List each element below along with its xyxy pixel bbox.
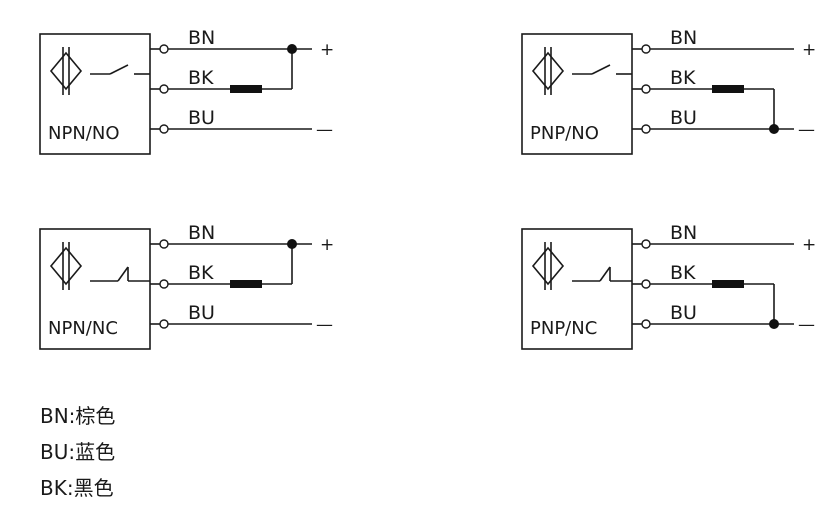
sensor-box xyxy=(39,33,151,155)
load-resistor xyxy=(230,280,262,288)
load-resistor xyxy=(230,85,262,93)
wire-label-bk: BK xyxy=(670,67,696,89)
load-resistor xyxy=(712,280,744,288)
sensor-type-label: PNP/NO xyxy=(530,123,599,144)
wire-label-bn: BN xyxy=(670,222,697,244)
wire-label-bn: BN xyxy=(188,222,215,244)
sensor-symbol-icon xyxy=(531,246,565,286)
wire-label-bk: BK xyxy=(188,67,214,89)
junction-dot xyxy=(287,44,297,54)
sensor-type-label: NPN/NC xyxy=(48,318,118,339)
plus-sign: + xyxy=(802,235,816,255)
junction-dot xyxy=(287,239,297,249)
terminal-bu xyxy=(641,319,651,329)
minus-sign: — xyxy=(316,315,333,335)
terminal-bu xyxy=(159,124,169,134)
terminal-bn xyxy=(641,239,651,249)
sensor-box xyxy=(521,33,633,155)
legend-bk: BK:黑色 xyxy=(40,476,114,500)
legend-bn: BN:棕色 xyxy=(40,404,116,428)
sensor-box xyxy=(521,228,633,350)
color-legend: BN:棕色 BU:蓝色 BK:黑色 xyxy=(40,398,115,506)
junction-dot xyxy=(769,319,779,329)
sensor-type-label: PNP/NC xyxy=(530,318,597,339)
sensor-type-label: NPN/NO xyxy=(48,123,119,144)
wire-label-bu: BU xyxy=(670,107,697,129)
terminal-bk xyxy=(159,279,169,289)
plus-sign: + xyxy=(802,40,816,60)
sensor-symbol-icon xyxy=(531,51,565,91)
terminal-bk xyxy=(159,84,169,94)
switch-blade-open xyxy=(591,64,611,75)
switch-blade-closed xyxy=(599,266,611,282)
terminal-bn xyxy=(159,239,169,249)
terminal-bn xyxy=(159,44,169,54)
terminal-bu xyxy=(641,124,651,134)
sensor-diagram-npn-no: NPN/NO BN BK BU + — xyxy=(39,27,334,155)
sensor-box xyxy=(39,228,151,350)
terminal-bu xyxy=(159,319,169,329)
sensor-symbol-icon xyxy=(49,246,83,286)
wire-label-bu: BU xyxy=(188,107,215,129)
switch-blade-closed xyxy=(117,266,129,282)
wire-label-bu: BU xyxy=(188,302,215,324)
switch-blade-open xyxy=(109,64,129,75)
wire-label-bk: BK xyxy=(188,262,214,284)
wire-label-bn: BN xyxy=(188,27,215,49)
sensor-diagram-pnp-nc: PNP/NC BN BK BU + — xyxy=(521,222,816,350)
plus-sign: + xyxy=(320,235,334,255)
junction-dot xyxy=(769,124,779,134)
wire-label-bn: BN xyxy=(670,27,697,49)
sensor-symbol-icon xyxy=(49,51,83,91)
terminal-bk xyxy=(641,279,651,289)
minus-sign: — xyxy=(798,315,815,335)
minus-sign: — xyxy=(316,120,333,140)
load-resistor xyxy=(712,85,744,93)
minus-sign: — xyxy=(798,120,815,140)
sensor-diagram-npn-nc: NPN/NC BN BK BU + — xyxy=(39,222,334,350)
wire-label-bk: BK xyxy=(670,262,696,284)
legend-bu: BU:蓝色 xyxy=(40,440,116,464)
plus-sign: + xyxy=(320,40,334,60)
wire-label-bu: BU xyxy=(670,302,697,324)
sensor-diagram-pnp-no: PNP/NO BN BK BU + — xyxy=(521,27,816,155)
terminal-bn xyxy=(641,44,651,54)
terminal-bk xyxy=(641,84,651,94)
